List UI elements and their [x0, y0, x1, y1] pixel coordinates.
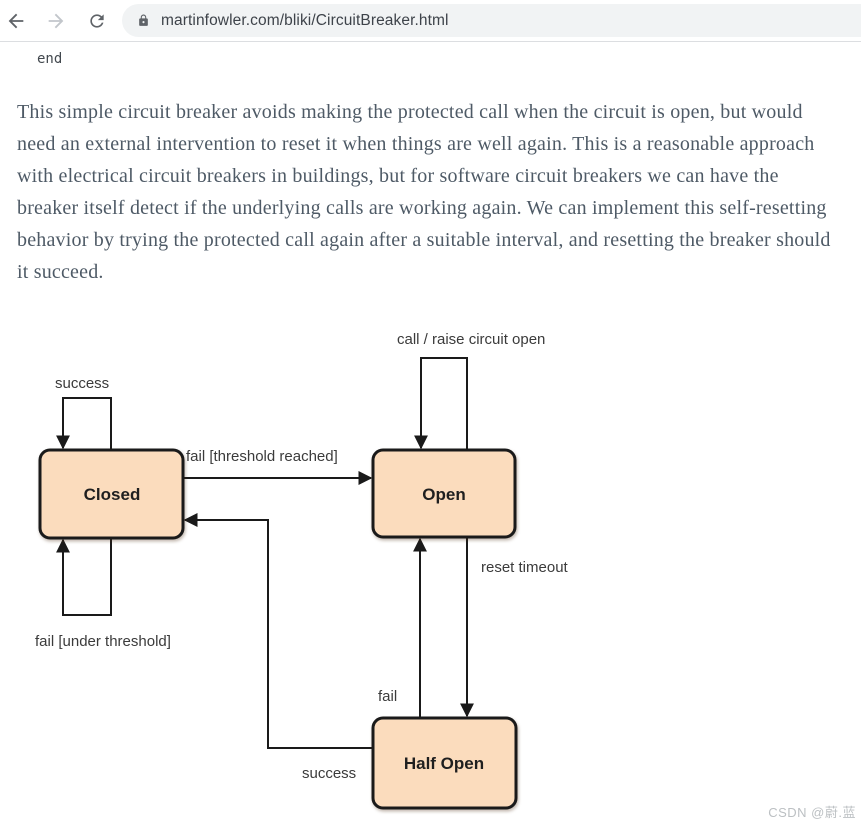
state-open-box	[371, 448, 517, 539]
address-bar[interactable]: martinfowler.com/bliki/CircuitBreaker.ht…	[122, 4, 861, 37]
refresh-button[interactable]	[85, 9, 109, 33]
url-text: martinfowler.com/bliki/CircuitBreaker.ht…	[161, 11, 449, 29]
back-button[interactable]	[4, 9, 28, 33]
edge-open-self-call	[414, 357, 468, 450]
label-fail: fail	[378, 688, 397, 705]
circuit-breaker-state-diagram: success fail [threshold reached] fail [u…	[35, 331, 569, 810]
state-halfopen-box	[371, 716, 518, 810]
label-success-top: success	[55, 375, 109, 392]
label-fail-under-threshold: fail [under threshold]	[35, 633, 171, 650]
forward-icon	[45, 10, 67, 32]
label-reset-timeout: reset timeout	[481, 559, 569, 576]
lock-icon[interactable]	[137, 14, 150, 27]
label-success-bottom: success	[302, 765, 356, 782]
back-icon	[5, 10, 27, 32]
label-fail-threshold-reached: fail [threshold reached]	[186, 448, 338, 465]
label-call-raise-circuit-open: call / raise circuit open	[397, 331, 545, 348]
code-fragment-end: end	[37, 51, 63, 67]
edge-closed-self-success	[56, 397, 112, 450]
state-closed-box	[38, 448, 185, 540]
edge-closed-self-fail	[56, 538, 112, 616]
edge-halfopen-to-closed	[183, 513, 373, 749]
watermark: CSDN @蔚.蓝	[768, 805, 856, 820]
state-halfopen-label: Half Open	[404, 754, 484, 773]
state-open-label: Open	[422, 485, 465, 504]
refresh-icon	[87, 11, 107, 31]
browser-toolbar: martinfowler.com/bliki/CircuitBreaker.ht…	[0, 0, 861, 42]
article-paragraph: This simple circuit breaker avoids makin…	[17, 101, 831, 283]
state-closed-label: Closed	[84, 485, 141, 504]
forward-button[interactable]	[44, 9, 68, 33]
